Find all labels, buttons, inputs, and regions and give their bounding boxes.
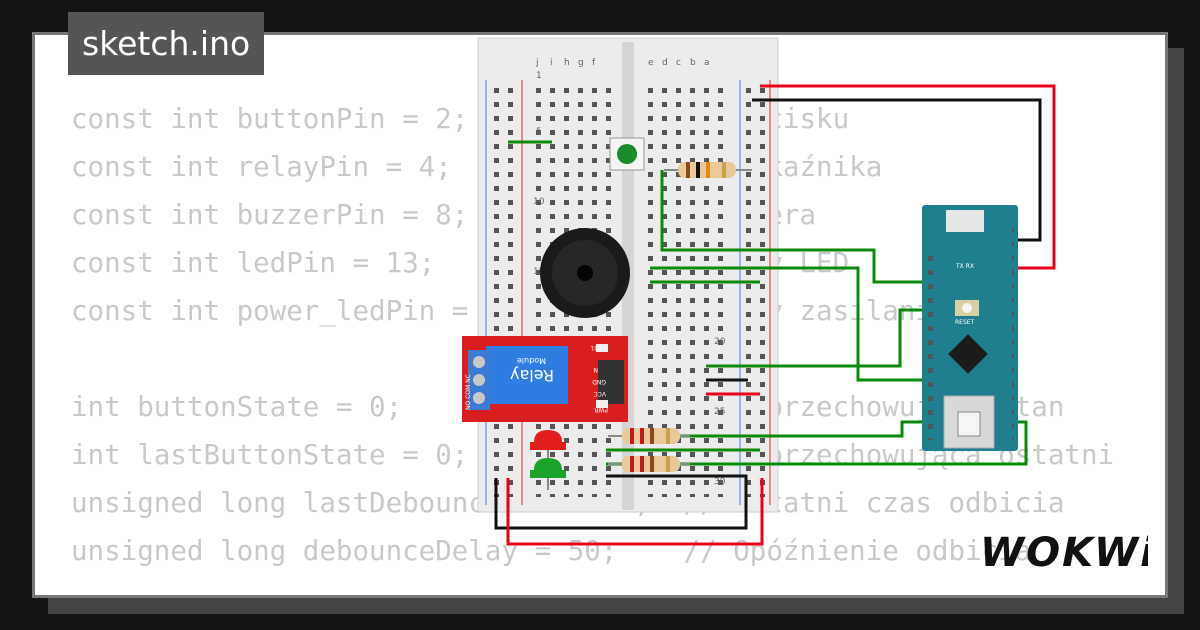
relay-terminal-label: NO COM NC [465, 374, 472, 410]
breadboard-row-label: 30 [714, 477, 726, 487]
buzzer [540, 228, 630, 318]
breadboard-row-label: 15 [533, 267, 544, 277]
relay-pwr-label: PWR [594, 406, 608, 413]
breadboard-col-label: e [648, 58, 654, 68]
push-button[interactable] [609, 137, 645, 171]
relay-subtitle: Module [517, 356, 546, 365]
brand-name: WOKWi [980, 530, 1148, 576]
wires-green [508, 140, 1028, 466]
breadboard-col-label: b [690, 58, 696, 68]
breadboard-col-label: a [704, 58, 710, 68]
resistor [608, 456, 690, 472]
green-wire [664, 420, 928, 438]
green-wire [650, 266, 928, 382]
breadboard-col-label: d [662, 58, 668, 68]
arduino-nano: RESET TX RX [922, 205, 1018, 451]
relay-led-label: LED1 [590, 344, 606, 351]
relay-title: Relay [510, 366, 554, 385]
breadboard-col-label: i [550, 58, 553, 68]
breadboard-row-labels: 1 5 10 15 20 25 30 [533, 71, 726, 487]
green-wire [706, 308, 928, 368]
breadboard-col-label: c [676, 58, 681, 68]
relay-pin-label: GND [592, 378, 606, 385]
black-wire [494, 474, 748, 530]
resistor [608, 428, 690, 444]
breadboard-col-label: f [592, 58, 596, 68]
breadboard-col-label: g [578, 58, 584, 68]
wokwi-logo: WOKWi [980, 530, 1148, 576]
breadboard-column-labels: j i h g f e d c b a [535, 58, 710, 68]
relay-pin-label: N [594, 366, 599, 373]
arduino-txrx-label: TX RX [955, 263, 974, 270]
relay-pin-label: VCC [594, 390, 606, 397]
breadboard-row-label: 25 [714, 407, 725, 417]
black-wire [752, 98, 1042, 242]
relay-module: Relay Module N GND VCC LED1 PWR NO COM N… [462, 336, 628, 422]
led-green [530, 458, 566, 490]
file-tab[interactable]: sketch.ino [68, 12, 265, 75]
green-wire [606, 420, 1028, 466]
red-wire [760, 84, 1056, 270]
red-wire [506, 478, 764, 546]
code-line: unsigned long debounceDelay = 50; // Opó… [71, 535, 1032, 567]
arduino-reset-label: RESET [955, 319, 975, 326]
breadboard-row-label: 1 [536, 71, 542, 81]
resistor [664, 162, 752, 178]
breadboard-row-label: 20 [714, 337, 726, 347]
breadboard-col-label: j [535, 58, 539, 68]
breadboard-row-label: 10 [533, 197, 545, 207]
green-wire [660, 170, 928, 284]
breadboard-row-label: 5 [536, 127, 542, 137]
breadboard-col-label: h [564, 58, 570, 68]
